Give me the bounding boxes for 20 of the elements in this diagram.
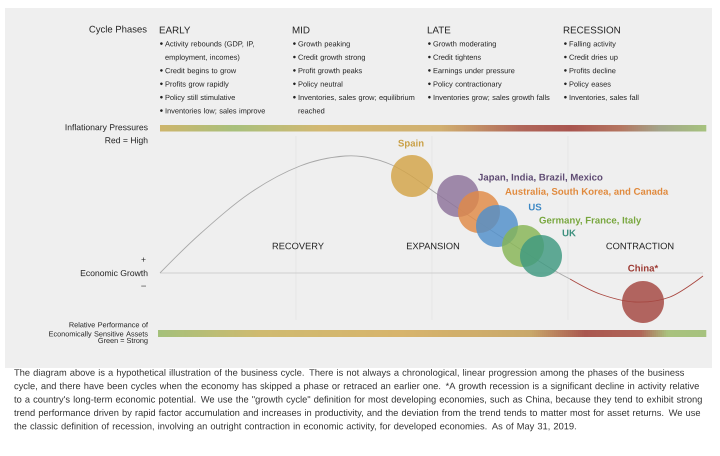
phase-label: EXPANSION — [406, 242, 460, 250]
phase-heading: EARLY — [160, 26, 190, 34]
country-label: Spain — [398, 140, 424, 148]
caption: The diagram above is a hypothetical illustration of the business cycle. There is not always a chronological, linear progression among the phases of the business cycle, and there have been cycles when the economy has skipped a phase or retraced an earlier one. *A growth recession is a significant decline in activity relative to a country's long-term economic potential. We use the "growth cycle" definition for most developing economies, such as China, because they tend to exhibit strong trend performance driven by rapid factor accumulation and increases in productivity, and the deviation from the trend tends to matter most for asset returns. We use the classic definition of recession, involving an outright contraction in economic activity, for developed economies. As of May 31, 2019. — [14, 369, 702, 432]
plus-sign: + — [141, 258, 146, 262]
bar-label: Inflationary Pressures — [66, 124, 148, 132]
country-label: Australia, South Korea, and Canada — [505, 188, 668, 196]
phase-heading: MID — [292, 26, 310, 34]
axis-label: Economic Growth — [80, 270, 148, 276]
phase-heading: RECESSION — [564, 26, 620, 34]
country-label: Germany, France, Italy — [539, 216, 642, 226]
country-label: UK — [562, 230, 576, 236]
section-heading: Cycle Phases — [89, 26, 147, 34]
phase-label: CONTRACTION — [606, 242, 674, 250]
country-label: Japan, India, Brazil, Mexico — [478, 174, 602, 182]
bar-label: Red = High — [105, 136, 148, 145]
country-label: US — [528, 204, 542, 210]
country-label: China* — [628, 264, 658, 272]
phase-heading: LATE — [428, 26, 450, 34]
phase-label: RECOVERY — [272, 242, 324, 250]
